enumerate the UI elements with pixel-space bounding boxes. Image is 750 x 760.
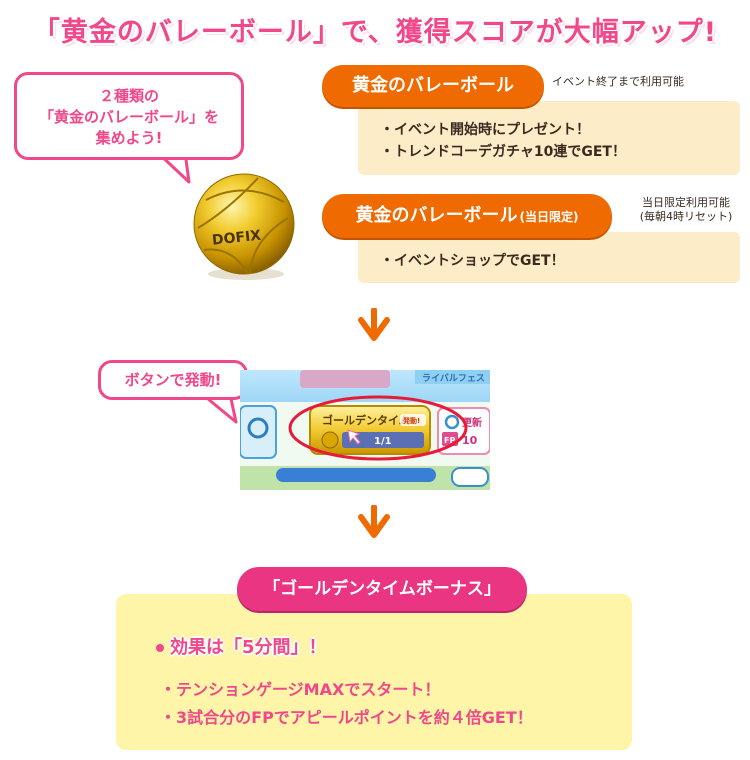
fp-label: FP xyxy=(444,436,455,445)
item2-note: 当日限定利用可能 (毎朝4時リセット) xyxy=(626,196,746,224)
bubble-button-hint: ボタンで発動! xyxy=(98,360,248,400)
arrow-down-icon xyxy=(358,308,390,341)
bubble-collect-line1: ２種類の xyxy=(98,87,159,105)
item2-note-line1: 当日限定利用可能 xyxy=(642,196,730,209)
item2-line-1: ・イベントショップでGET！ xyxy=(380,253,565,269)
item2-label: 黄金のバレーボール(当日限定) xyxy=(322,194,612,238)
game-top-label: ライバルフェス xyxy=(422,373,485,384)
bonus-panel xyxy=(116,594,632,750)
headline: 「黄金のバレーボール」で、獲得スコアが大幅アップ! xyxy=(32,17,718,48)
bonus-lead: 効果は「5分間」！ xyxy=(156,633,327,659)
item2-note-line2: (毎朝4時リセット) xyxy=(639,210,733,223)
refresh-icon xyxy=(444,414,460,430)
item1-note: イベント終了まで利用可能 xyxy=(552,75,684,88)
item1-line-2: ・トレンドコーデガチャ10連でGET！ xyxy=(380,144,626,160)
bubble-collect: ２種類の 「黄金のバレーボール」を 集めよう! xyxy=(14,72,244,160)
ball-logo-text: DOFIX xyxy=(211,228,262,249)
bubble-collect-line2: 「黄金のバレーボール」を xyxy=(38,108,219,126)
item1-line-1: ・イベント開始時にプレゼント！ xyxy=(380,122,590,138)
arrow-down-icon-2 xyxy=(358,505,390,538)
item2-panel: ・イベントショップでGET！ xyxy=(358,232,740,283)
bonus-line-1: ・テンションゲージMAXでスタート！ xyxy=(160,680,441,699)
game-bottom-bar[interactable] xyxy=(276,468,436,482)
golden-time-button-tag: 発動! xyxy=(402,416,420,425)
item2-label-suffix: (当日限定) xyxy=(519,210,579,224)
bubble-collect-line3: 集めよう! xyxy=(95,129,163,147)
bonus-line-2: ・3試合分のFPでアピールポイントを約４倍GET！ xyxy=(160,708,533,727)
golden-time-button-label: ゴールデンタイム xyxy=(322,413,410,427)
game-left-button[interactable] xyxy=(240,405,277,459)
item2-label-text: 黄金のバレーボール xyxy=(355,205,518,226)
highlight-ring xyxy=(288,395,468,461)
item1-label: 黄金のバレーボール xyxy=(322,65,544,107)
fp-value: 10 xyxy=(462,434,478,447)
cursor-icon xyxy=(347,429,361,445)
bullet-dot-icon xyxy=(156,644,164,652)
golden-time-counter: 1/1 xyxy=(374,436,392,447)
game-screenshot: ライバルフェス ゴールデンタイム 発動! 1/1 更新 FP 10 xyxy=(240,370,490,490)
bonus-lead-text: 効果は「5分間」！ xyxy=(170,637,327,658)
golden-volleyball-image: DOFIX xyxy=(193,173,295,280)
game-bottom-button[interactable] xyxy=(451,467,489,487)
bonus-title: 「ゴールデンタイムボーナス」 xyxy=(237,567,527,611)
item1-panel: ・イベント開始時にプレゼント！ ・トレンドコーデガチャ10連でGET！ xyxy=(358,101,740,175)
